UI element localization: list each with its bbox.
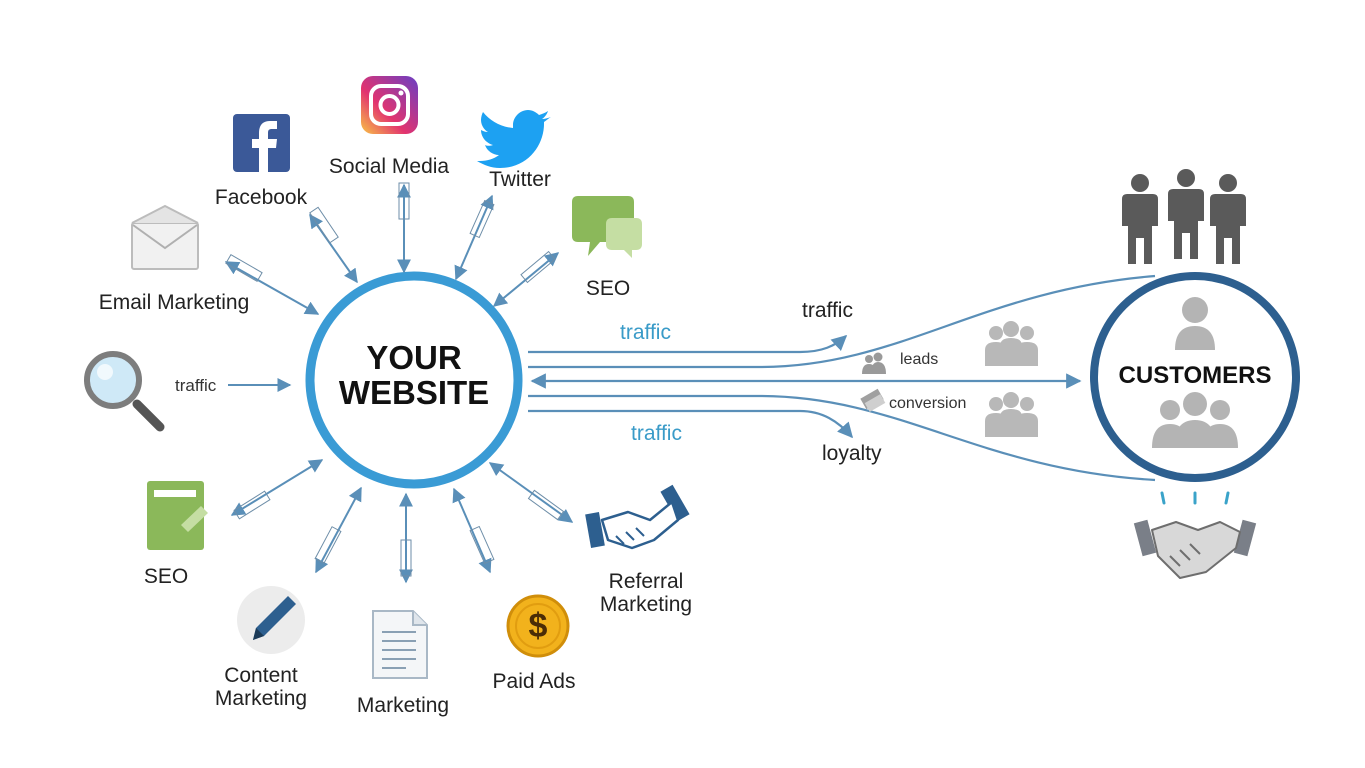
document-icon: [372, 610, 428, 679]
content-marketing-line2: Marketing: [214, 687, 308, 710]
search-icon: [84, 351, 165, 432]
dollar-coin-icon: [506, 594, 570, 658]
arrow-facebook: [309, 213, 358, 284]
paid-ads-label: Paid Ads: [492, 670, 576, 693]
flow-conversion-label: conversion: [889, 395, 967, 412]
flow-traffic-upper: [528, 334, 848, 354]
arrow-seo-top: [492, 252, 560, 307]
customer-person-icon: [1175, 297, 1215, 350]
marketing-label: Marketing: [356, 694, 450, 717]
flow-upper-curve: [528, 274, 1156, 369]
seo-chat-icon: [572, 196, 642, 258]
deal-handshake-icon: [1133, 519, 1257, 579]
handshake-icon: [585, 484, 690, 550]
referral-marketing-line2: Marketing: [599, 593, 693, 616]
flow-lines: [528, 274, 1156, 482]
conversion-small-icon: [860, 388, 886, 412]
flow-traffic-lower: [528, 409, 854, 439]
leads-small-icon: [862, 352, 886, 374]
customers-ring: [1090, 272, 1300, 482]
conversion-group-icon: [985, 392, 1038, 437]
customer-group-icon: [1152, 392, 1238, 448]
flow-lower-curve: [528, 394, 1156, 482]
spoke-hatches: [225, 182, 565, 577]
deal-dashes: [1160, 491, 1230, 505]
paid-ads-symbol: $: [528, 607, 548, 645]
flow-traffic-lower-label: traffic: [631, 422, 682, 445]
seo-bottom-label: SEO: [143, 565, 189, 588]
arrow-twitter: [454, 194, 494, 281]
pen-icon: [237, 586, 305, 654]
website-title-line1: YOUR: [366, 339, 462, 376]
website-ring: [305, 271, 523, 489]
arrow-referral: [488, 462, 574, 523]
website-title: YOUR WEBSITE: [314, 340, 514, 410]
flow-loyalty-label: loyalty: [822, 442, 882, 465]
twitter-icon: [477, 110, 551, 168]
arrow-seo-bottom: [230, 459, 324, 516]
content-marketing-line1: Content: [224, 664, 298, 687]
flow-leads-label: leads: [900, 351, 939, 368]
email-marketing-label: Email Marketing: [98, 291, 250, 314]
customers-title: CUSTOMERS: [1118, 362, 1272, 389]
content-marketing-label: Content Marketing: [215, 664, 307, 710]
people-group-icon: [1122, 169, 1246, 264]
envelope-icon: [131, 204, 199, 270]
facebook-icon: [233, 114, 290, 172]
search-traffic-label: traffic: [175, 376, 217, 395]
leads-group-icon: [985, 321, 1038, 366]
social-media-label: Social Media: [328, 155, 450, 178]
flow-traffic-upper-label: traffic: [620, 321, 671, 344]
flow-traffic-right-label: traffic: [802, 299, 853, 322]
notebook-icon: [147, 481, 208, 550]
arrow-email: [224, 261, 320, 315]
referral-marketing-label: Referral Marketing: [600, 570, 692, 616]
arrow-paid-ads: [452, 487, 492, 574]
website-title-line2: WEBSITE: [338, 374, 490, 411]
twitter-label: Twitter: [489, 168, 551, 191]
facebook-label: Facebook: [214, 186, 308, 209]
seo-top-label: SEO: [585, 277, 631, 300]
referral-marketing-line1: Referral: [608, 570, 684, 593]
instagram-icon: [361, 76, 418, 134]
